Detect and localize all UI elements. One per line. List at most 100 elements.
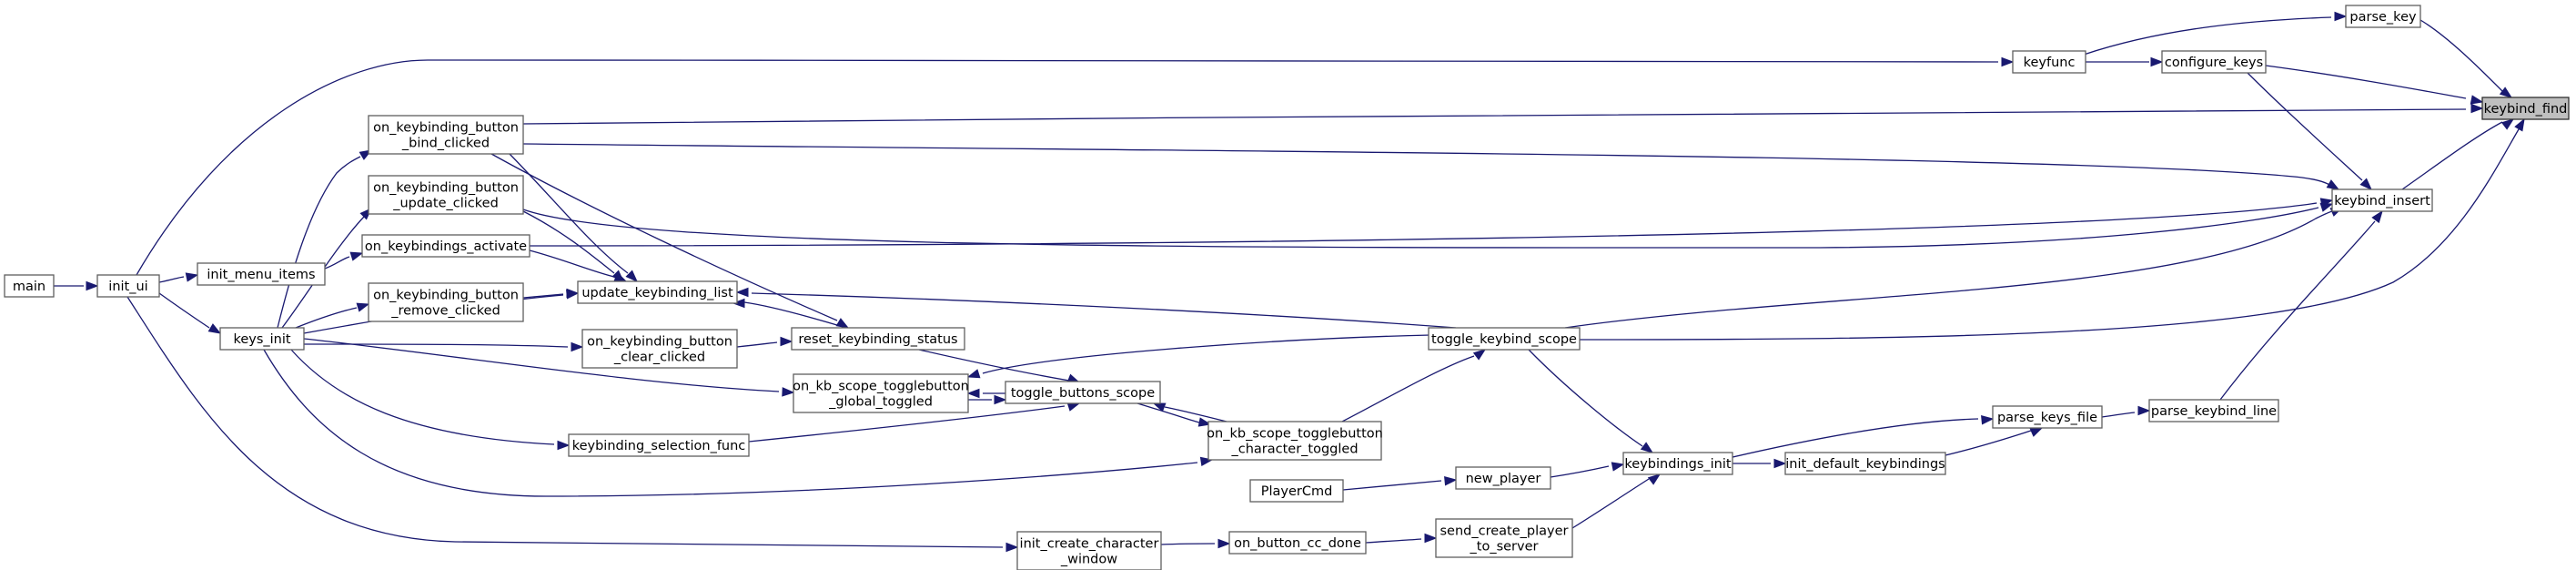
node-on-kb-update[interactable]: on_keybinding_button_update_clicked — [368, 175, 524, 215]
node-box — [577, 280, 738, 304]
node-toggle-keybind-scope[interactable]: toggle_keybind_scope — [1428, 327, 1581, 351]
node-label: _global_toggled — [828, 395, 933, 410]
edge-on_keybindings_activate-to-update_keybinding_list — [529, 249, 628, 282]
edge-line — [2247, 72, 2363, 181]
edge-toggle_keybind_scope-to-on_kb_scope_global — [966, 334, 1431, 379]
node-box — [2331, 188, 2433, 212]
edge-line — [290, 349, 555, 445]
node-new-player[interactable]: new_player — [1455, 466, 1551, 490]
node-box — [568, 433, 750, 457]
node-box — [2345, 5, 2421, 28]
node-init-ui[interactable]: init_ui — [96, 274, 160, 298]
node-box — [581, 329, 738, 369]
node-configure-keys[interactable]: configure_keys — [2161, 50, 2267, 74]
node-toggle-buttons-scope[interactable]: toggle_buttons_scope — [1005, 381, 1161, 404]
node-on-kb-clear[interactable]: on_keybinding_button_clear_clicked — [581, 329, 738, 369]
node-keybind-insert[interactable]: keybind_insert — [2331, 188, 2433, 212]
edge-reset_keybinding_status-to-update_keybinding_list — [732, 298, 847, 329]
edge-on_kb_bind-to-keybind_insert — [522, 143, 2340, 190]
edge-line — [982, 334, 1431, 374]
node-init-default-keybindings[interactable]: init_default_keybindings — [1784, 452, 1946, 475]
node-box — [2481, 97, 2570, 120]
edge-on_kb_scope_char-to-toggle_buttons_scope — [1152, 402, 1227, 422]
node-on-kb-bind[interactable]: on_keybinding_button_bind_clicked — [368, 115, 524, 155]
node-on-kb-scope-global[interactable]: on_kb_scope_togglebutton_global_toggled — [793, 373, 969, 413]
node-send-create-player[interactable]: send_create_player_to_server — [1435, 518, 1573, 558]
node-on-kb-remove[interactable]: on_keybinding_button_remove_clicked — [368, 282, 524, 322]
edge-line — [1365, 538, 1422, 544]
arrow-head-icon — [1005, 542, 1019, 553]
node-label: keybinding_selection_func — [572, 439, 746, 453]
arrow-head-icon — [2001, 56, 2015, 67]
arrow-head-icon — [780, 336, 793, 347]
node-label: keys_init — [233, 332, 290, 347]
node-label: keyfunc — [2024, 56, 2076, 70]
edge-on_kb_scope_global-to-toggle_buttons_scope — [968, 394, 1007, 405]
edge-line — [1571, 478, 1650, 529]
node-label: _remove_clicked — [390, 304, 500, 319]
node-parse-key[interactable]: parse_key — [2345, 5, 2421, 28]
arrow-head-icon — [2371, 209, 2383, 224]
edge-line — [1528, 349, 1643, 447]
node-label: reset_keybinding_status — [798, 332, 957, 347]
call-graph-nodes: keybind_find parse_key configure_keys keyfu… — [4, 5, 2570, 570]
edge-keys_init-to-on_kb_clear — [303, 341, 584, 352]
node-label: init_menu_items — [207, 268, 315, 282]
node-box — [2161, 50, 2267, 74]
node-init-create-character-window[interactable]: init_create_character_window — [1016, 531, 1162, 570]
node-box — [1455, 466, 1551, 490]
node-PlayerCmd[interactable]: PlayerCmd — [1249, 479, 1344, 503]
edge-line — [1579, 128, 2520, 341]
node-box — [1435, 518, 1573, 558]
node-reset-keybinding-status[interactable]: reset_keybinding_status — [791, 327, 965, 351]
node-parse-keys-file[interactable]: parse_keys_file — [1992, 405, 2103, 429]
edge-line — [2101, 412, 2136, 418]
edge-on_kb_bind-to-keybind_find — [522, 103, 2484, 125]
edge-on_kb_clear-to-reset_keybinding_status — [736, 336, 793, 348]
arrow-head-icon — [611, 270, 625, 283]
node-label: update_keybinding_list — [581, 286, 733, 300]
arrow-head-icon — [732, 298, 745, 309]
node-keybind-find[interactable]: keybind_find — [2481, 97, 2570, 120]
edge-keyfunc-to-parse_key — [2083, 11, 2348, 56]
node-box — [361, 234, 530, 258]
node-keys-init[interactable]: keys_init — [219, 327, 305, 351]
node-keyfunc[interactable]: keyfunc — [2012, 50, 2086, 74]
edge-line — [324, 256, 350, 270]
node-box — [1249, 479, 1344, 503]
node-label: on_kb_scope_togglebutton — [793, 380, 969, 394]
node-box — [1016, 531, 1162, 570]
node-box — [793, 373, 969, 413]
edge-init_create_character_window-to-on_button_cc_done — [1160, 538, 1231, 549]
node-box — [368, 115, 524, 155]
arrow-head-icon — [1640, 442, 1654, 453]
edge-line — [126, 296, 1004, 548]
edge-line — [736, 341, 778, 348]
arrow-head-icon — [2150, 56, 2164, 67]
node-label: keybind_insert — [2334, 194, 2430, 209]
node-box — [219, 327, 305, 351]
node-on-kb-scope-char[interactable]: on_kb_scope_togglebutton_character_toggl… — [1207, 421, 1383, 461]
edge-init_menu_items-to-on_keybindings_activate — [324, 251, 364, 270]
node-box — [1428, 327, 1581, 351]
node-keybinding-selection-func[interactable]: keybinding_selection_func — [568, 433, 750, 457]
arrow-head-icon — [1647, 473, 1662, 485]
edge-line — [751, 292, 1457, 329]
node-parse-keybind-line[interactable]: parse_keybind_line — [2148, 399, 2279, 422]
arrow-head-icon — [1424, 533, 1438, 544]
arrow-head-icon — [557, 440, 571, 451]
node-init-menu-items[interactable]: init_menu_items — [197, 262, 326, 286]
node-on-keybindings-activate[interactable]: on_keybindings_activate — [361, 234, 530, 258]
edge-keybindings_init-to-init_default_keybindings — [1732, 458, 1787, 469]
node-update-keybinding-list[interactable]: update_keybinding_list — [577, 280, 738, 304]
node-label: new_player — [1466, 472, 1541, 486]
node-main[interactable]: main — [4, 274, 55, 298]
node-on-button-cc-done[interactable]: on_button_cc_done — [1228, 531, 1367, 555]
node-label: main — [13, 280, 45, 294]
arrow-head-icon — [566, 290, 580, 300]
node-keybindings-init[interactable]: keybindings_init — [1622, 452, 1733, 475]
node-box — [1228, 531, 1367, 555]
call-graph-edges — [54, 11, 2525, 553]
node-label: init_create_character — [1020, 537, 1159, 552]
edge-line — [303, 338, 780, 392]
